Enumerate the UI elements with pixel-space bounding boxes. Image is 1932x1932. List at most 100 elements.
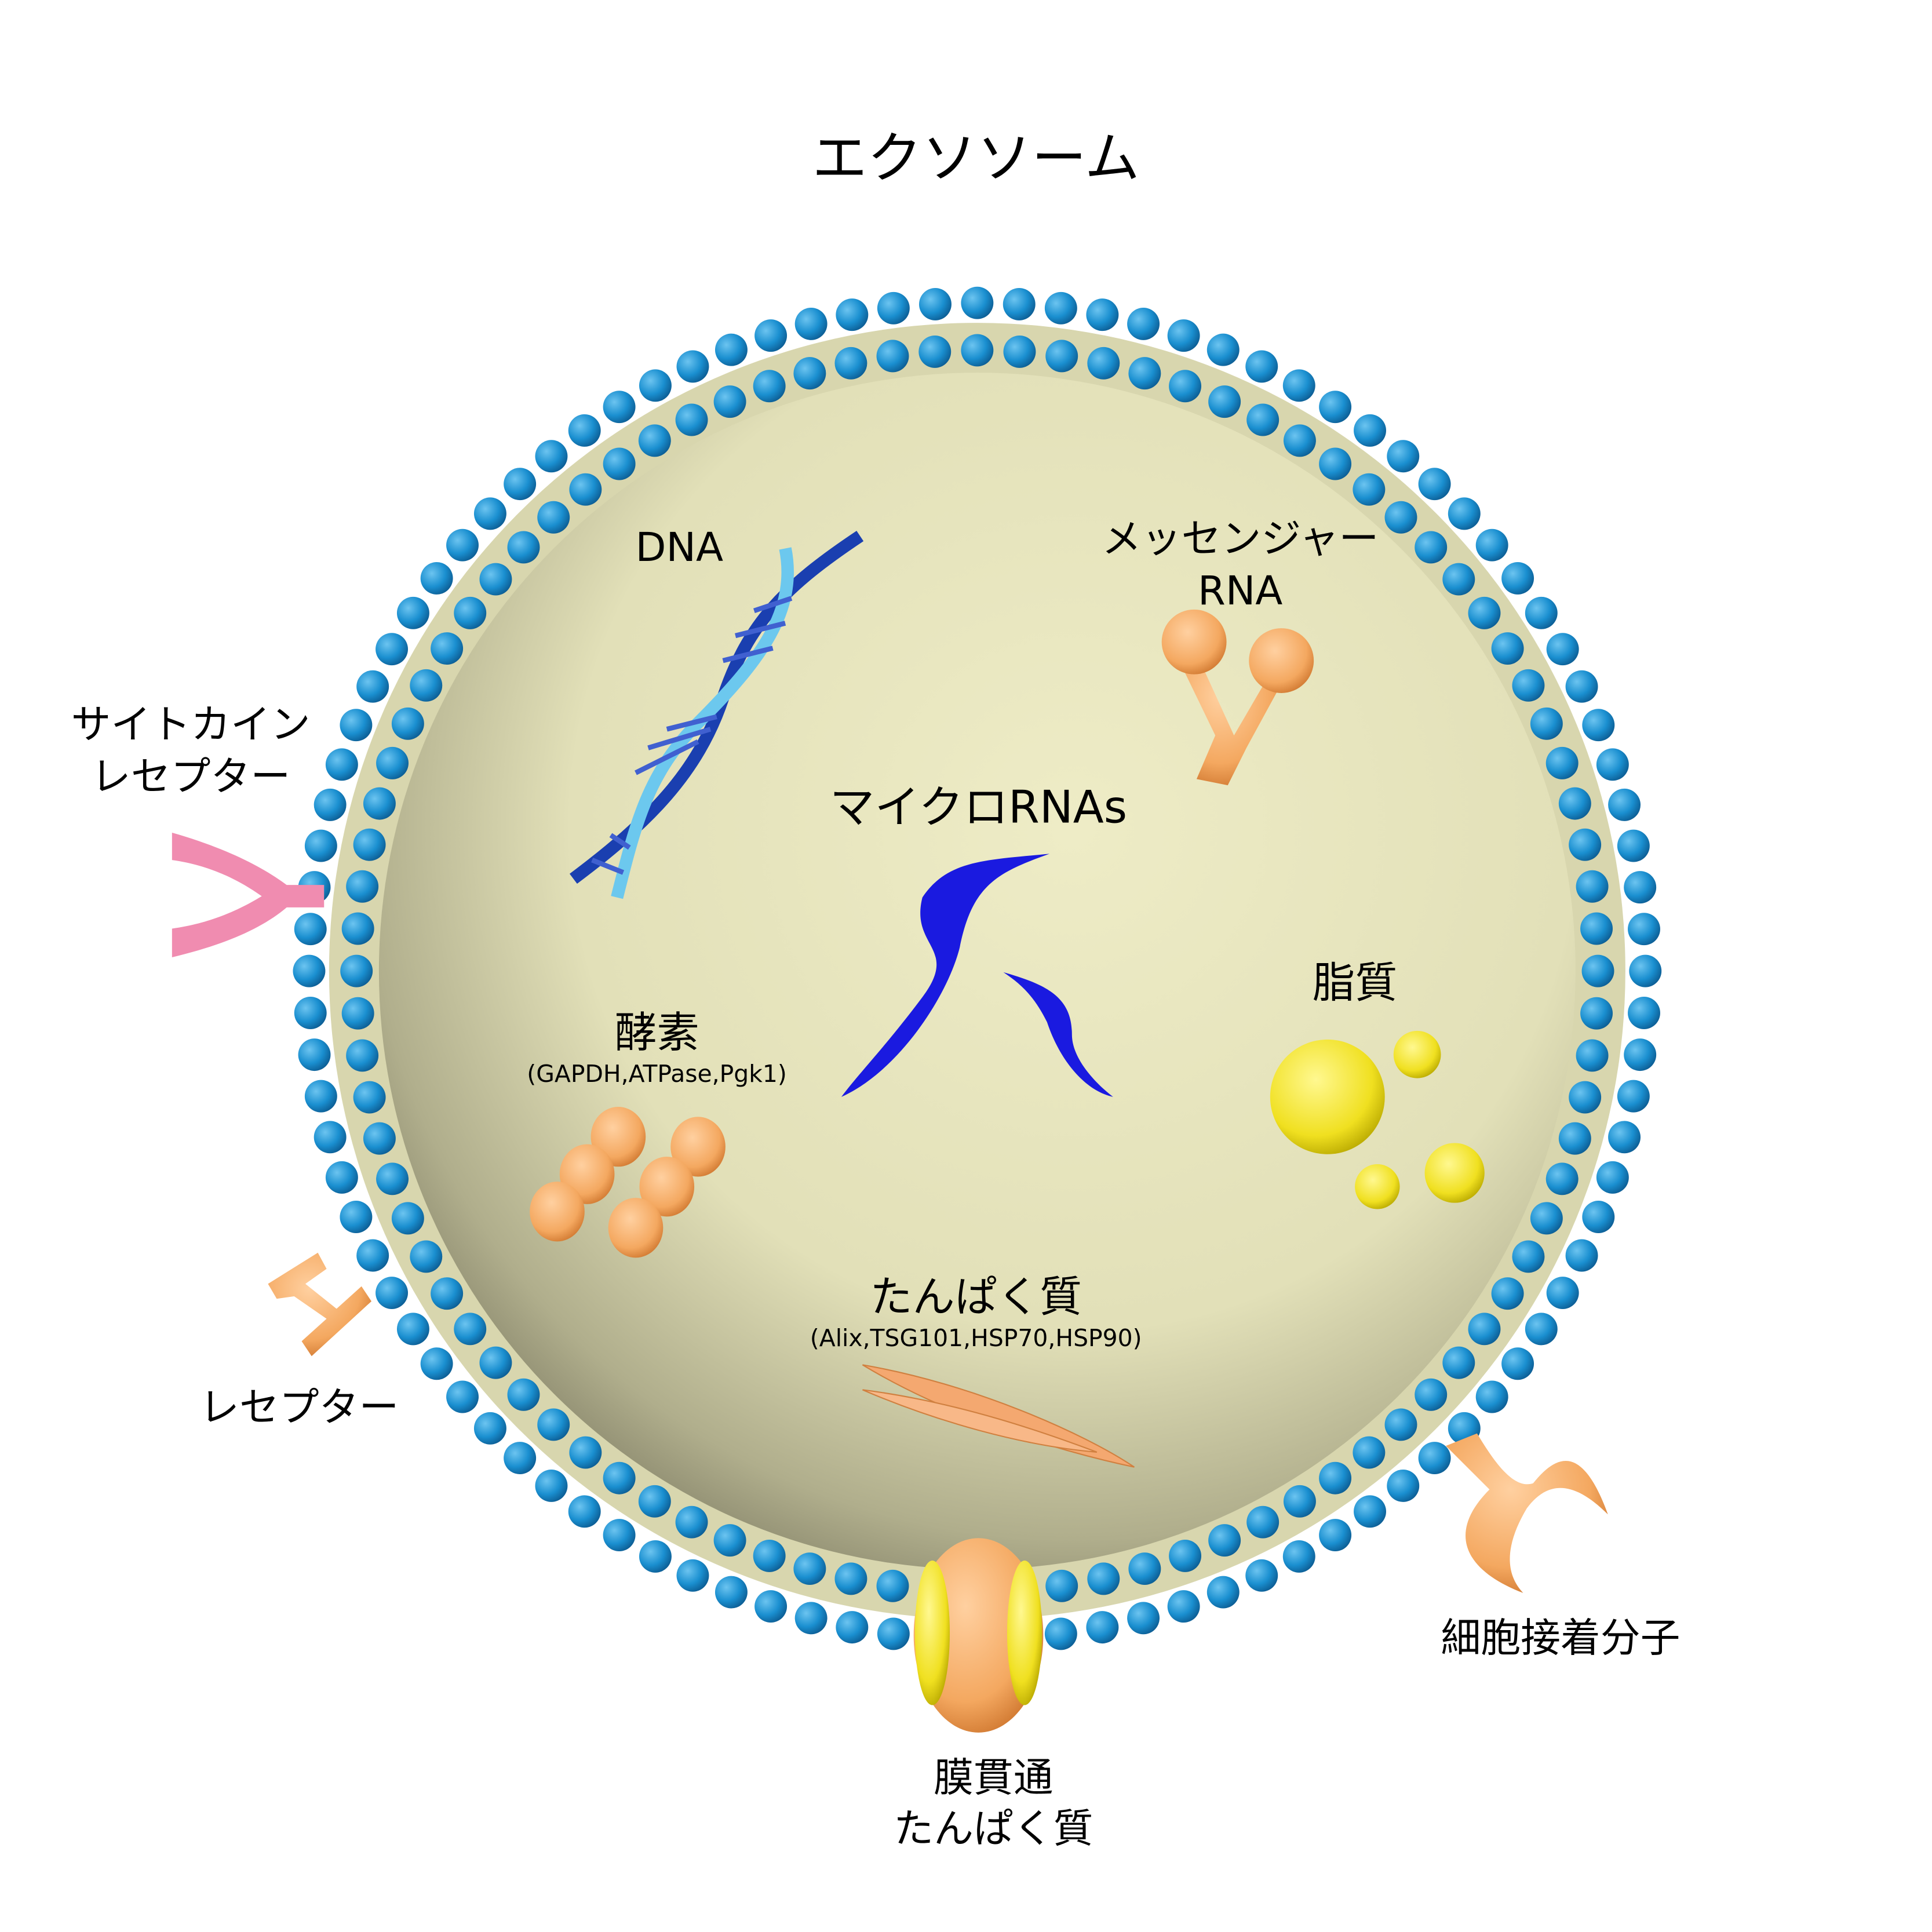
- protein-fiber-icon: [862, 1364, 1135, 1468]
- lipid-bead: [713, 385, 746, 418]
- lipid-bead: [1629, 954, 1662, 987]
- lipid-bead: [1596, 748, 1629, 781]
- lipid-bead: [1003, 287, 1036, 320]
- lipid-bead: [294, 997, 327, 1029]
- lipid-bead: [1127, 1602, 1160, 1635]
- lipid-bead: [1415, 531, 1448, 564]
- enzyme-icon: [530, 1107, 726, 1258]
- lipid-bead: [1387, 440, 1420, 473]
- lipid-bead: [431, 1277, 464, 1310]
- lipid-bead: [1580, 997, 1613, 1030]
- lipid-bead: [346, 1039, 379, 1072]
- lipid-bead: [1418, 468, 1451, 501]
- lipid-bead: [1206, 333, 1240, 366]
- lipid-bead: [754, 319, 788, 352]
- lipid-bead: [446, 1380, 479, 1413]
- lipid-bead: [325, 748, 358, 781]
- lipid-bead: [836, 298, 869, 331]
- mrna-label-line1: メッセンジャー: [1102, 516, 1379, 562]
- lipid-bead: [1319, 447, 1352, 480]
- lipid-bead: [1045, 1569, 1078, 1602]
- mirna-icon: [841, 854, 1113, 1097]
- lipid-bead: [834, 347, 867, 380]
- lipid-bead: [535, 1469, 568, 1502]
- lipid-bead: [569, 1436, 602, 1469]
- transmembrane-label-line2: たんぱく質: [894, 1806, 1093, 1852]
- lipid-bead: [1208, 1524, 1241, 1557]
- lipid-bead: [1087, 1562, 1120, 1595]
- lipid-bead: [376, 1162, 409, 1195]
- lipid-bead: [877, 291, 910, 325]
- lipid-bead: [1491, 632, 1524, 665]
- lipid-bead: [391, 707, 424, 740]
- lipid-bead: [1530, 1202, 1563, 1235]
- lipid-bead: [1354, 1495, 1386, 1528]
- lipid-bead: [753, 370, 786, 403]
- lipid-bead: [603, 1461, 636, 1494]
- lipid-bead: [1282, 369, 1315, 402]
- lipid-bead: [298, 1038, 331, 1071]
- lipid-bead: [639, 1540, 672, 1573]
- lipid-bead: [1245, 1559, 1278, 1592]
- lipid-bead: [446, 528, 479, 562]
- lipid-bead: [410, 1240, 443, 1273]
- lipid-bead: [1128, 357, 1161, 390]
- lipid-bead: [1582, 1201, 1615, 1233]
- lipid-bead: [603, 447, 636, 480]
- lipid-bead: [1628, 997, 1660, 1029]
- lipid-bead: [396, 1313, 429, 1346]
- lipid-bead: [1128, 1552, 1161, 1585]
- lipid-bead: [1167, 319, 1200, 352]
- lipid-bead: [1576, 870, 1609, 903]
- lipid-bead: [1608, 788, 1641, 821]
- lipid-bead: [363, 787, 396, 820]
- lipid-bead: [715, 1576, 748, 1609]
- lipid-bead: [1442, 563, 1475, 596]
- lipid-bead: [353, 1081, 386, 1114]
- lipid-bead: [676, 350, 709, 383]
- lipid-bead: [1246, 403, 1280, 436]
- lipid-bead: [961, 334, 994, 367]
- lipid-bead: [504, 468, 537, 501]
- lipid-bead: [1565, 670, 1598, 703]
- lipid-bead: [1617, 1080, 1650, 1113]
- lipid-bead: [340, 709, 373, 742]
- lipid-bead: [1003, 335, 1036, 368]
- lipid-bead: [507, 1378, 540, 1411]
- lipid-bead: [1468, 596, 1501, 629]
- lipid-bead: [410, 669, 443, 702]
- lipid-bead: [1546, 633, 1579, 666]
- lipid-bead: [836, 1611, 869, 1644]
- lipid-bead: [1512, 669, 1545, 702]
- lipid-bead: [1530, 707, 1563, 740]
- lipid-bead: [1208, 385, 1241, 418]
- lipid-bead: [1525, 596, 1558, 629]
- lipid-bead: [479, 1346, 512, 1379]
- lipid-bead: [1582, 709, 1615, 742]
- lipid-bead: [713, 1524, 746, 1557]
- lipid-bead: [396, 596, 429, 629]
- lipid-bead: [479, 563, 512, 596]
- lipid-bead: [1169, 1539, 1202, 1572]
- mrna-label-line2: RNA: [1198, 568, 1282, 614]
- lipid-bead: [341, 912, 374, 945]
- lipid-bead: [568, 414, 601, 447]
- lipid-bead: [793, 357, 826, 390]
- lipid-droplets-icon: [1270, 1030, 1485, 1209]
- lipid-bead: [1442, 1346, 1475, 1379]
- lipid-bead: [638, 1485, 671, 1518]
- lipid-bead: [1581, 954, 1614, 987]
- lipid-bead: [294, 913, 327, 946]
- lipid-bead: [1565, 1239, 1598, 1272]
- lipid-bead: [1558, 1122, 1591, 1155]
- lipid-bead: [376, 1277, 409, 1309]
- mirna-label: マイクロRNAs: [830, 782, 1127, 834]
- lipid-bead: [325, 1161, 358, 1194]
- title: エクソソーム: [812, 126, 1140, 190]
- lipid-bead: [1044, 291, 1077, 325]
- lipid-bead: [1283, 424, 1316, 457]
- lipid-bead: [420, 562, 453, 595]
- lipid-bead: [1283, 1485, 1316, 1518]
- cytokine-receptor-icon: [172, 832, 325, 957]
- lipid-bead: [1525, 1313, 1558, 1346]
